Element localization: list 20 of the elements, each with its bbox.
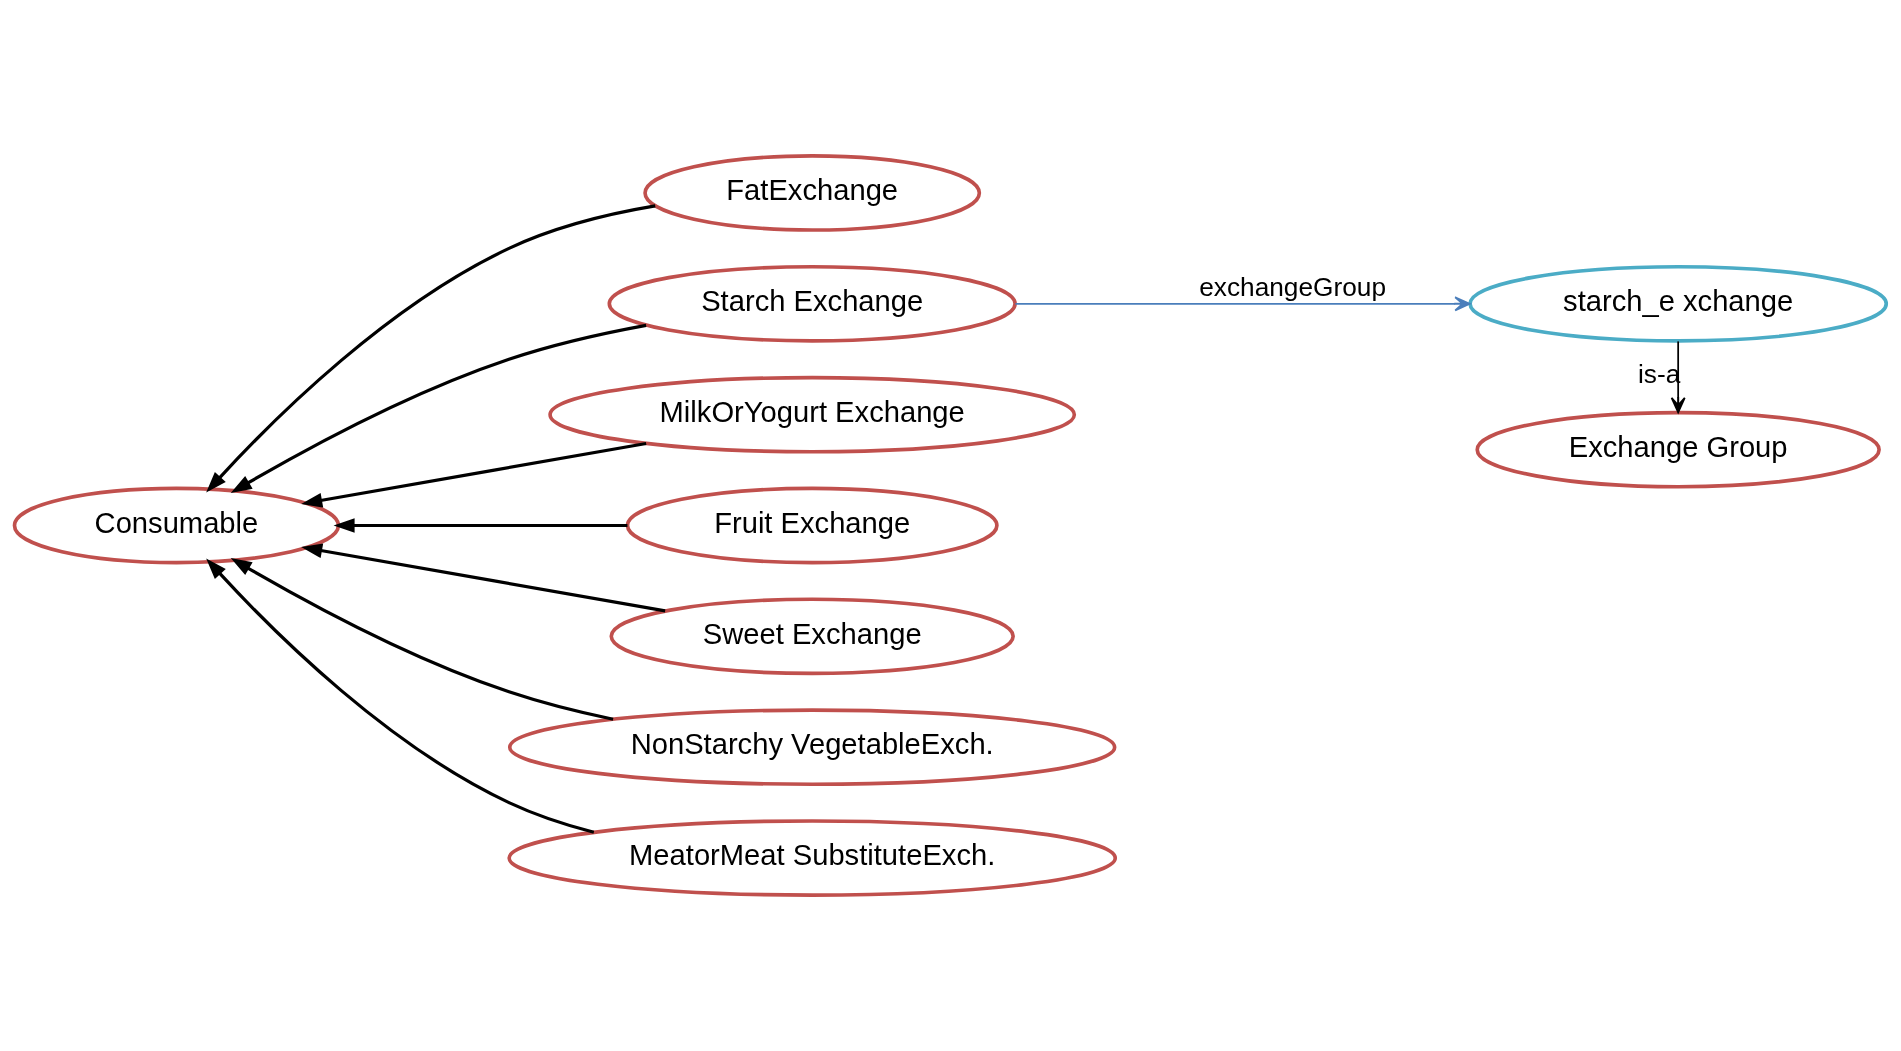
arrow <box>230 558 614 721</box>
node-ellipse: Sweet Exchange <box>609 597 1015 676</box>
node-ellipse: NonStarchy VegetableExch. <box>507 708 1117 787</box>
arrow <box>206 204 656 493</box>
arrow <box>301 441 647 508</box>
node-ellipse: Fruit Exchange <box>625 486 999 565</box>
arrow <box>206 558 595 834</box>
node-ellipse: starch_e xchange <box>1468 264 1889 343</box>
node-ellipse: Exchange Group <box>1475 410 1881 489</box>
arrow <box>230 323 647 493</box>
edge-label: exchangeGroup <box>1199 271 1387 302</box>
arrow <box>1670 340 1686 414</box>
node-ellipse: Starch Exchange <box>607 264 1017 343</box>
node-ellipse: Consumable <box>12 486 341 565</box>
node-ellipse: MeatorMeat SubstituteExch. <box>507 819 1118 897</box>
node-ellipse: FatExchange <box>643 154 982 232</box>
arrow <box>301 543 666 613</box>
node-ellipse: MilkOrYogurt Exchange <box>548 375 1077 454</box>
arrow <box>333 518 628 533</box>
arrow <box>1014 296 1471 312</box>
